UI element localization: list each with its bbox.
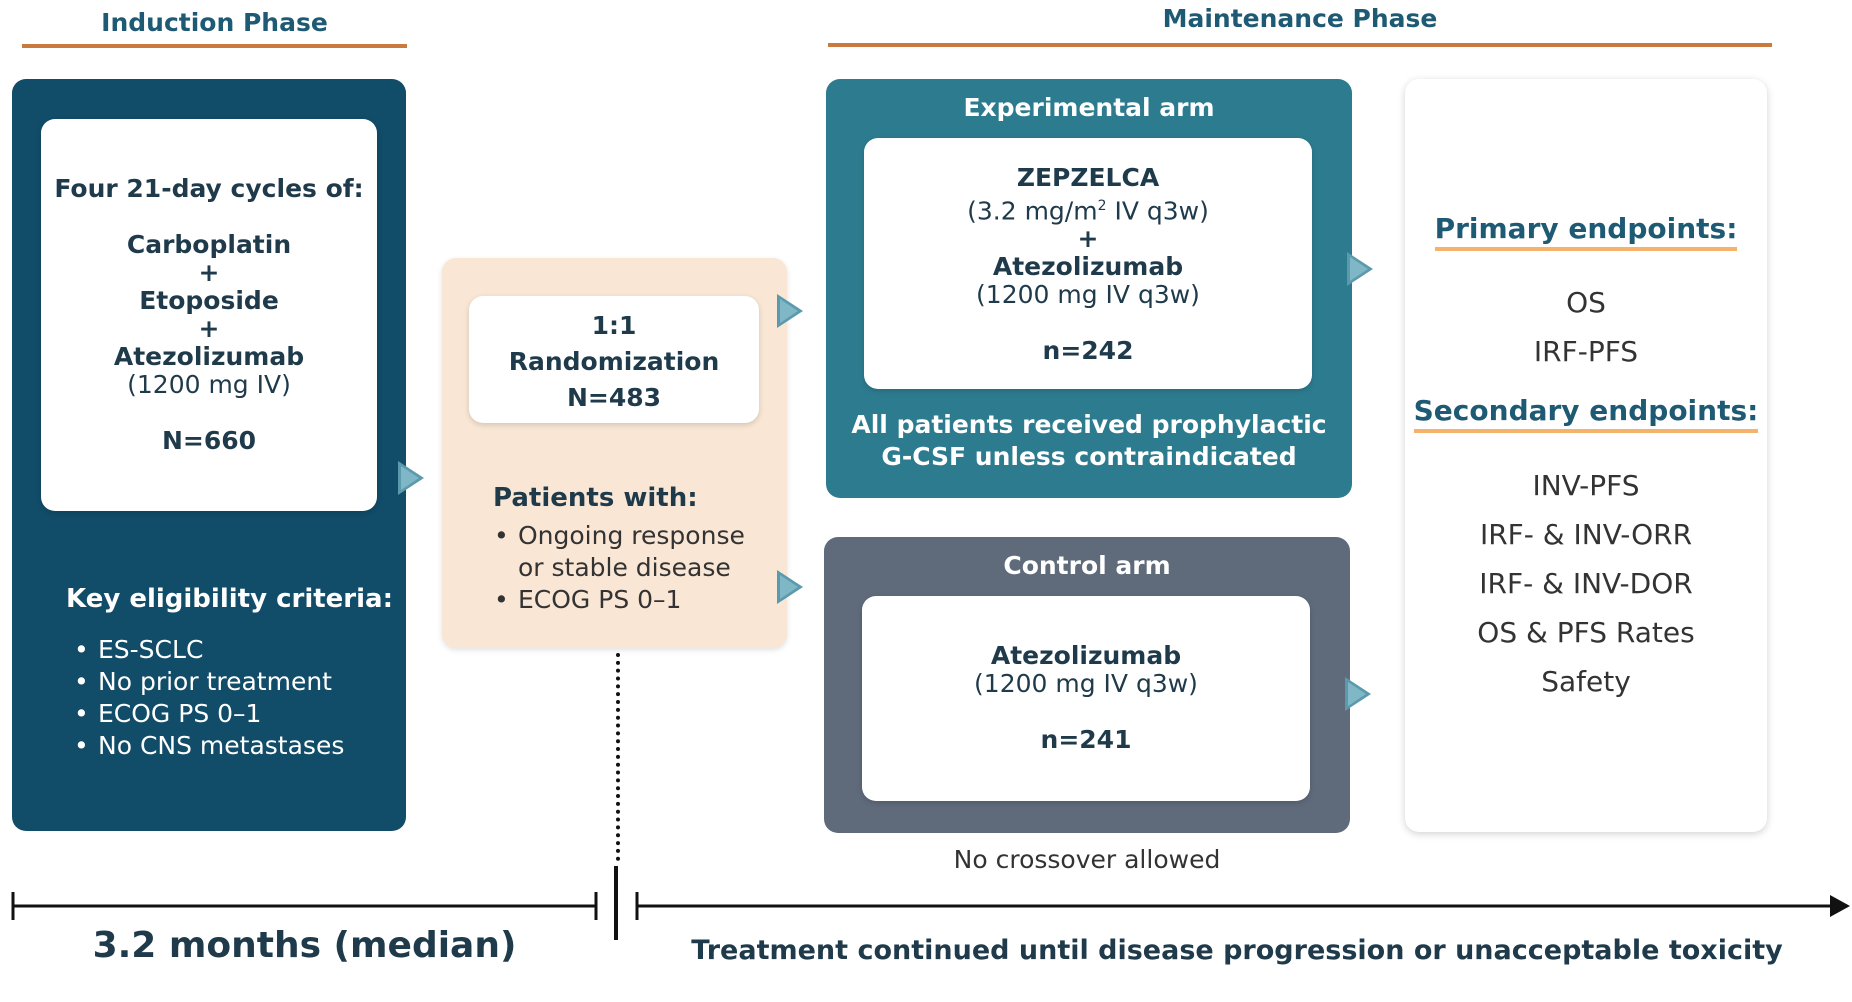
endpoints-panel: Primary endpoints: OS IRF-PFS Secondary …	[1405, 79, 1767, 832]
induction-plus-1: +	[198, 258, 220, 287]
randomization-label: Randomization	[508, 347, 720, 376]
induction-intro: Four 21-day cycles of:	[54, 174, 364, 203]
timeline-induction-label: 3.2 months (median)	[92, 925, 517, 966]
experimental-drug-zepzelca: ZEPZELCA	[1016, 163, 1160, 192]
primary-endpoints-title: Primary endpoints:	[1434, 212, 1738, 251]
experimental-arm-title: Experimental arm	[963, 93, 1215, 122]
induction-dose: (1200 mg IV)	[127, 370, 291, 399]
eligibility-item: No CNS metastases	[70, 730, 344, 762]
induction-regimen-card: Four 21-day cycles of: Carboplatin + Eto…	[41, 119, 377, 511]
secondary-endpoints-list: INV-PFS IRF- & INV-ORR IRF- & INV-DOR OS…	[1405, 461, 1767, 706]
maintenance-phase-title: Maintenance Phase	[1162, 4, 1438, 33]
randomization-panel: 1:1 Randomization N=483 Patients with: O…	[442, 258, 787, 648]
experimental-regimen-card: ZEPZELCA (3.2 mg/m2 IV q3w) + Atezolizum…	[864, 138, 1312, 389]
experimental-plus: +	[1077, 224, 1099, 254]
arrow-control-to-endpoints	[1345, 677, 1371, 711]
no-crossover-note: No crossover allowed	[953, 845, 1221, 874]
secondary-endpoint-item: IRF- & INV-ORR	[1479, 518, 1693, 551]
patients-title: Patients with:	[493, 483, 698, 513]
patients-item: ECOG PS 0–1	[490, 584, 760, 616]
randomization-dotted-line	[616, 653, 620, 861]
arrow-experimental-to-endpoints	[1347, 252, 1373, 286]
induction-drug-carboplatin: Carboplatin	[126, 230, 292, 259]
induction-phase-underline	[22, 44, 407, 48]
timeline-maintenance-label: Treatment continued until disease progre…	[691, 935, 1783, 966]
experimental-dose-zepzelca: (3.2 mg/m2 IV q3w)	[967, 196, 1209, 226]
induction-plus-2: +	[198, 314, 220, 343]
eligibility-title: Key eligibility criteria:	[66, 584, 393, 614]
induction-n: N=660	[161, 426, 257, 455]
maintenance-phase-underline	[828, 43, 1772, 47]
control-regimen-card: Atezolizumab (1200 mg IV q3w) n=241	[862, 596, 1310, 801]
arrow-to-control-arm	[777, 570, 803, 604]
primary-endpoints-list: OS IRF-PFS	[1405, 278, 1767, 376]
timeline-induction-bar	[11, 892, 598, 920]
secondary-endpoint-item: OS & PFS Rates	[1477, 616, 1695, 649]
secondary-endpoints-title: Secondary endpoints:	[1413, 394, 1759, 433]
randomization-card: 1:1 Randomization N=483	[469, 296, 759, 423]
control-arm-panel: Control arm Atezolizumab (1200 mg IV q3w…	[824, 537, 1350, 833]
timeline-maintenance-arrow	[635, 892, 1850, 920]
primary-endpoint-item: IRF-PFS	[1533, 335, 1639, 368]
experimental-drug-atezolizumab: Atezolizumab	[992, 252, 1184, 282]
control-arm-title: Control arm	[1003, 551, 1171, 580]
eligibility-list: ES-SCLC No prior treatment ECOG PS 0–1 N…	[70, 634, 344, 762]
induction-drug-etoposide: Etoposide	[139, 286, 279, 315]
randomization-ratio: 1:1	[591, 311, 637, 340]
randomization-n: N=483	[566, 383, 662, 412]
experimental-dose-atezolizumab: (1200 mg IV q3w)	[976, 280, 1200, 310]
patients-list: Ongoing response or stable disease ECOG …	[490, 520, 760, 616]
secondary-endpoint-item: IRF- & INV-DOR	[1479, 567, 1693, 600]
arrow-to-experimental-arm	[777, 294, 803, 328]
induction-drug-atezolizumab: Atezolizumab	[113, 342, 305, 371]
induction-phase-title: Induction Phase	[101, 8, 328, 37]
arrow-to-randomization	[398, 461, 424, 495]
eligibility-item: No prior treatment	[70, 666, 344, 698]
patients-item: Ongoing response or stable disease	[490, 520, 760, 584]
experimental-note: All patients received prophylactic G-CSF…	[851, 410, 1327, 471]
eligibility-item: ECOG PS 0–1	[70, 698, 344, 730]
control-n: n=241	[1040, 725, 1132, 754]
control-drug-atezolizumab: Atezolizumab	[990, 641, 1182, 670]
induction-panel: Four 21-day cycles of: Carboplatin + Eto…	[12, 79, 406, 831]
secondary-endpoint-item: Safety	[1541, 665, 1631, 698]
secondary-endpoint-item: INV-PFS	[1532, 469, 1640, 502]
timeline	[11, 866, 1850, 940]
experimental-arm-panel: Experimental arm ZEPZELCA (3.2 mg/m2 IV …	[826, 79, 1352, 498]
primary-endpoint-item: OS	[1566, 286, 1606, 319]
control-dose: (1200 mg IV q3w)	[974, 669, 1198, 698]
experimental-n: n=242	[1042, 336, 1134, 366]
eligibility-item: ES-SCLC	[70, 634, 344, 666]
